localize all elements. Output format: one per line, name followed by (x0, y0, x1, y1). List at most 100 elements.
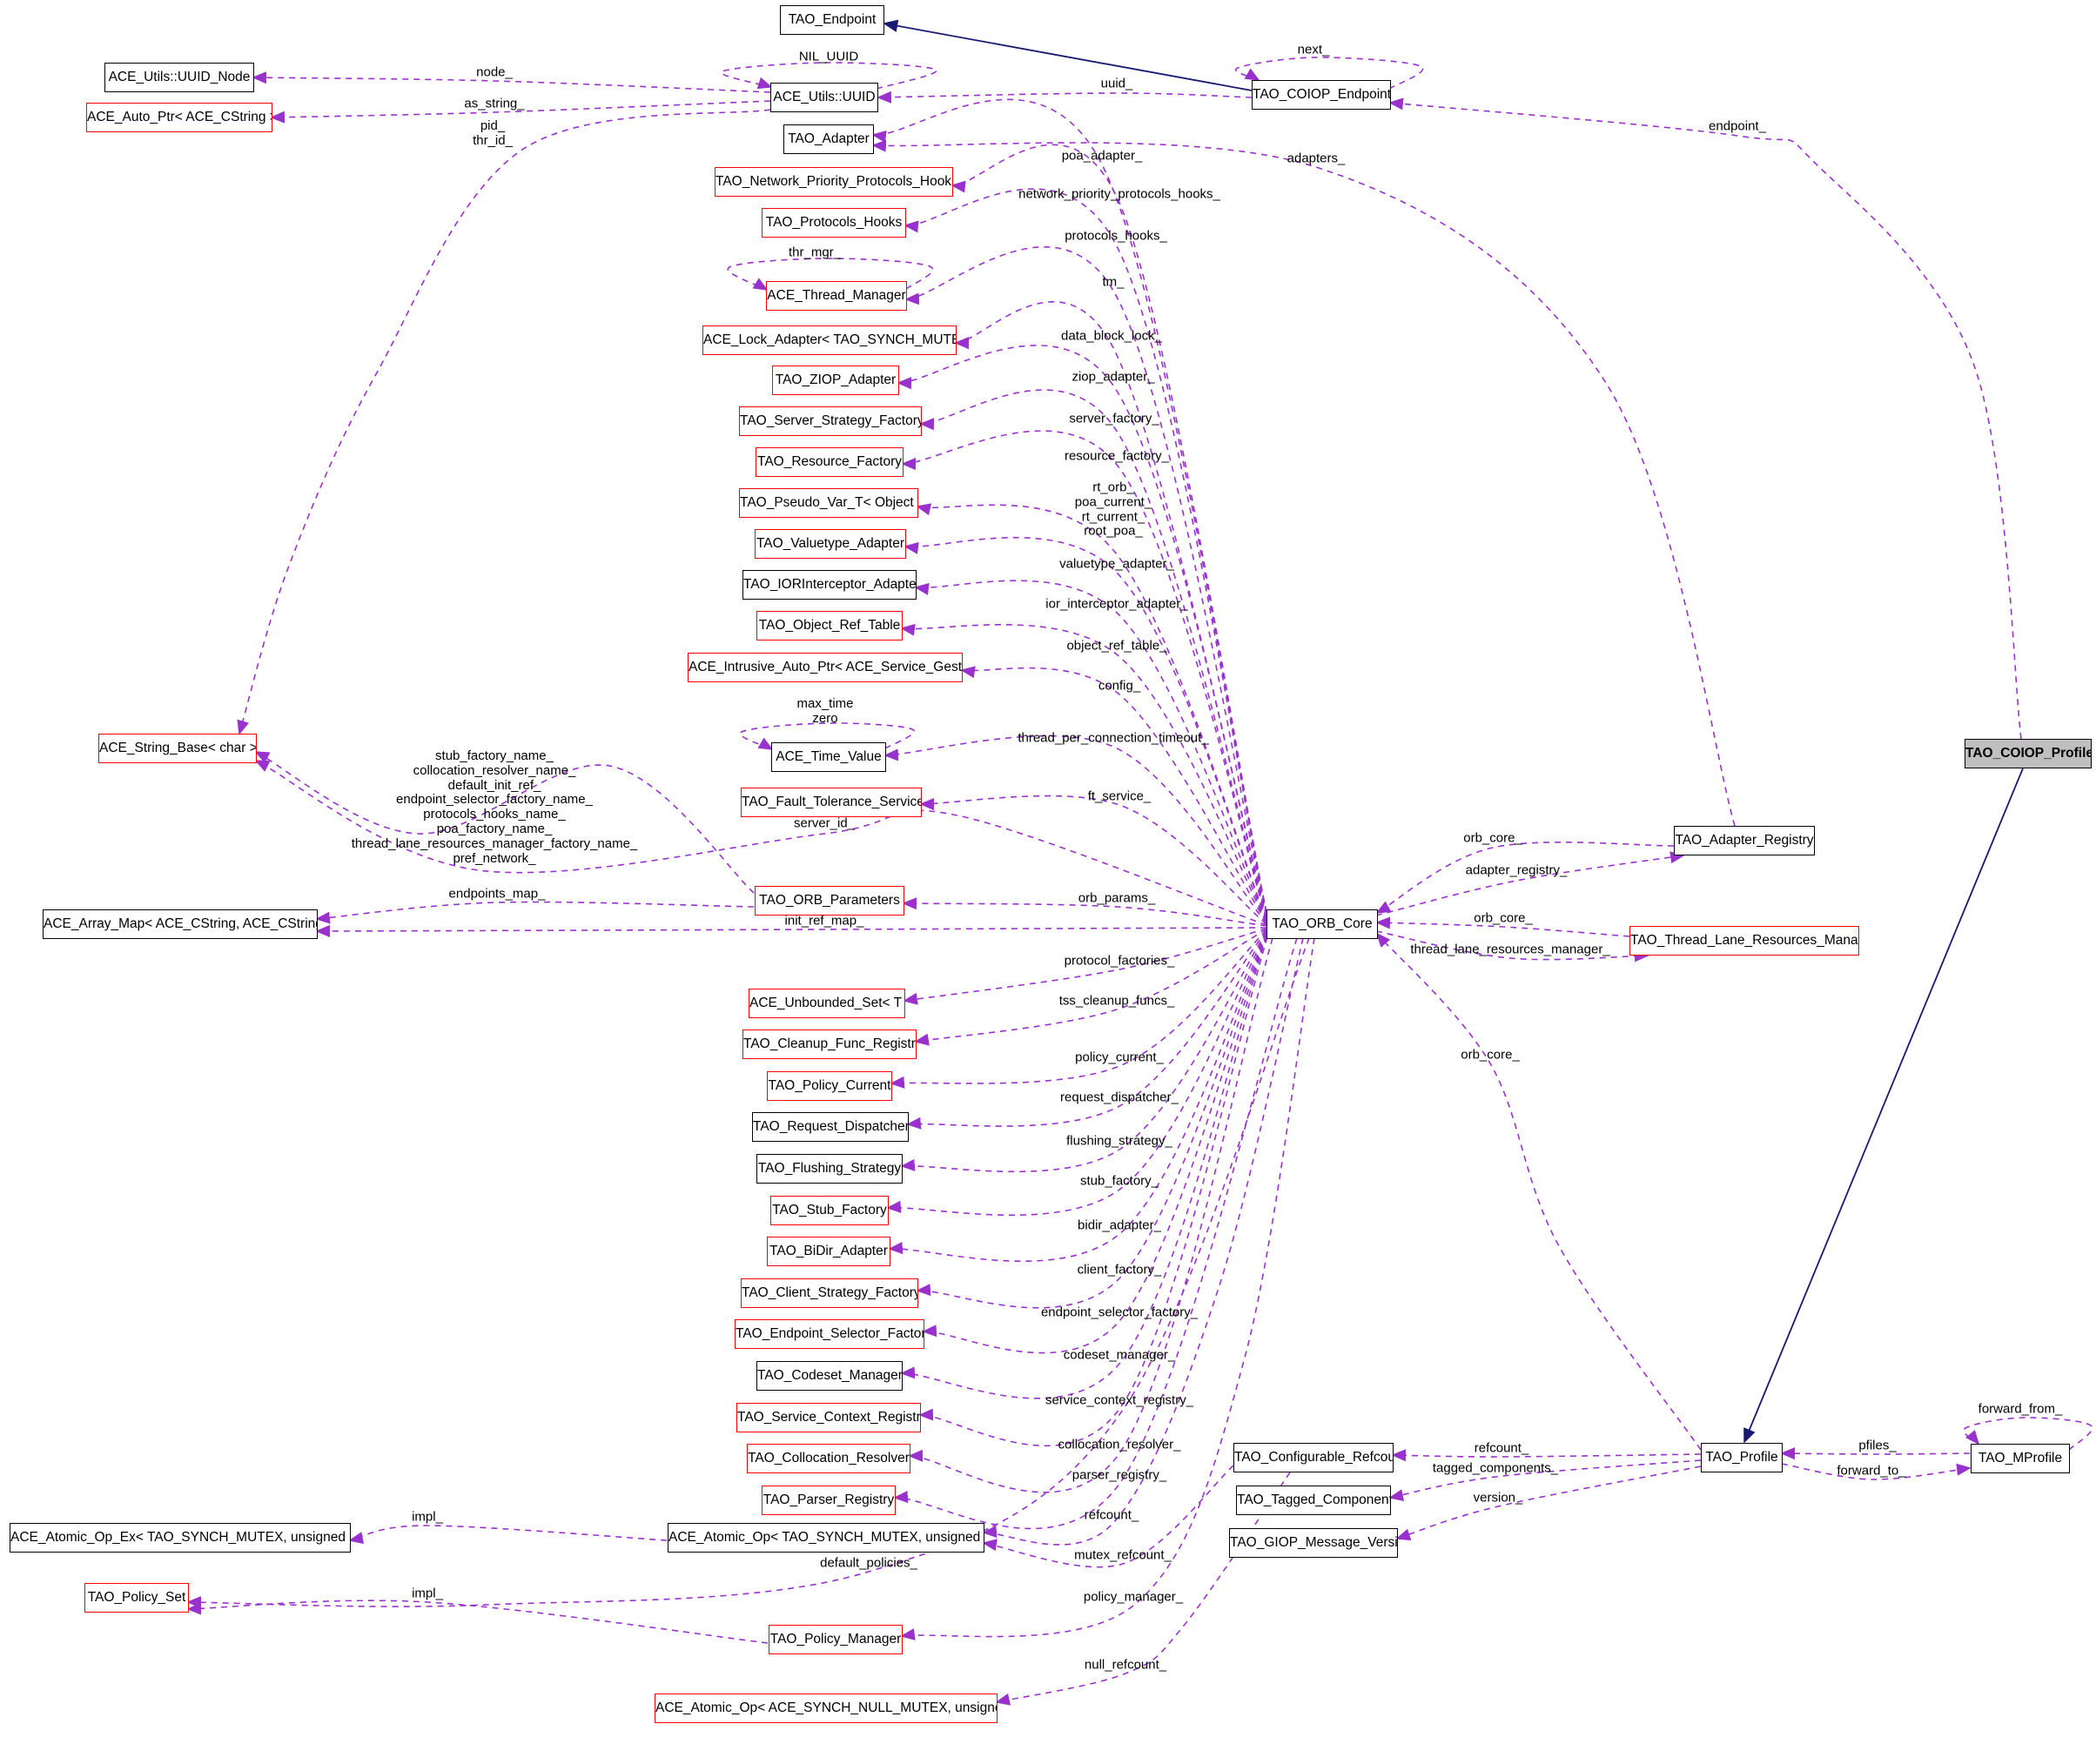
edge-tao_orb_core-tao_iorinterceptor_adapter (914, 580, 1267, 922)
class-box-tao_valuetype_adapter[interactable]: TAO_Valuetype_Adapter (755, 529, 906, 559)
edge-tao_orb_core-ace_unbounded_set (903, 928, 1267, 1005)
edge-tao_orb_parameters-ace_array_map (315, 901, 755, 924)
class-box-tao_mprofile[interactable]: TAO_MProfile (1971, 1444, 2070, 1473)
class-box-tao_object_ref_table[interactable]: TAO_Object_Ref_Table (756, 611, 903, 641)
class-box-ace_auto_ptr[interactable]: ACE_Auto_Ptr< ACE_CString > (86, 103, 272, 132)
edge-ace_uuid-ace_string_base (237, 109, 771, 735)
edge-label-impl_: impl_ (412, 1509, 443, 1525)
class-box-ace_atomic_op_ex[interactable]: ACE_Atomic_Op_Ex< TAO_SYNCH_MUTEX, unsig… (10, 1523, 351, 1553)
class-box-tao_endpoint_selector_factory[interactable]: TAO_Endpoint_Selector_Factory (735, 1319, 924, 1349)
class-box-tao_profile[interactable]: TAO_Profile (1701, 1443, 1783, 1472)
class-box-tao_endpoint[interactable]: TAO_Endpoint (780, 5, 884, 35)
class-box-tao_request_dispatcher[interactable]: TAO_Request_Dispatcher (752, 1112, 909, 1142)
edge-label-request_dispatcher_: request_dispatcher_ (1060, 1090, 1179, 1105)
class-box-ace_uuid[interactable]: ACE_Utils::UUID (770, 83, 878, 112)
edge-label-null_refcount_: null_refcount_ (1084, 1657, 1167, 1673)
class-box-ace_lock_adapter[interactable]: ACE_Lock_Adapter< TAO_SYNCH_MUTEX > (702, 325, 957, 355)
class-box-tao_policy_set[interactable]: TAO_Policy_Set (84, 1583, 189, 1613)
edge-label-orb_core_: orb_core_ (1463, 830, 1522, 846)
edge-label-valuetype_adapter_: valuetype_adapter_ (1059, 556, 1174, 572)
edge-tao_configurable_refcount-ace_atomic_op (982, 1465, 1234, 1568)
edge-tao_orb_core-tao_stub_factory (886, 932, 1267, 1217)
edge-label-adapters_: adapters_ (1286, 151, 1346, 166)
class-box-tao_giop_message_version[interactable]: TAO_GIOP_Message_Version (1229, 1528, 1398, 1558)
class-box-tao_service_context_registry[interactable]: TAO_Service_Context_Registry (736, 1403, 921, 1432)
class-box-ace_time_value[interactable]: ACE_Time_Value (771, 742, 886, 772)
edge-label-flushing_strategy_: flushing_strategy_ (1066, 1133, 1172, 1149)
class-box-tao_policy_current[interactable]: TAO_Policy_Current (767, 1071, 892, 1101)
class-box-tao_coiop_endpoint[interactable]: TAO_COIOP_Endpoint (1252, 80, 1391, 110)
edge-label-line: poa_factory_name_ (436, 821, 553, 836)
class-box-ace_unbounded_set[interactable]: ACE_Unbounded_Set< T > (749, 989, 905, 1018)
class-box-tao_network_priority_protocols_hooks[interactable]: TAO_Network_Priority_Protocols_Hooks (715, 167, 953, 197)
class-box-tao_parser_registry[interactable]: TAO_Parser_Registry (762, 1486, 896, 1515)
edge-label-forward_to_: forward_to_ (1837, 1463, 1906, 1479)
edge-tao_adapter_registry-tao_orb_core (1375, 842, 1675, 914)
class-box-ace_atomic_op[interactable]: ACE_Atomic_Op< TAO_SYNCH_MUTEX, unsigned… (668, 1523, 984, 1553)
edges (186, 19, 2093, 1706)
edge-tao_orb_core-ace_time_value (883, 734, 1267, 924)
edge-label-pfiles_: pfiles_ (1858, 1438, 1897, 1453)
edge-label-impl_: impl_ (412, 1586, 443, 1601)
edge-label-policy_manager_: policy_manager_ (1083, 1589, 1184, 1605)
edge-label-forward_from_: forward_from_ (1978, 1401, 2063, 1417)
class-box-ace_intrusive_auto_ptr[interactable]: ACE_Intrusive_Auto_Ptr< ACE_Service_Gest… (688, 653, 963, 682)
class-box-tao_flushing_strategy[interactable]: TAO_Flushing_Strategy (756, 1154, 903, 1184)
edge-label-thr_mgr_: thr_mgr_ (788, 245, 842, 260)
edge-tao_mprofile-tao_profile (1780, 1447, 1971, 1460)
edge-tao_profile-tao_orb_core (1375, 932, 1702, 1451)
edge-tao_orb_core-tao_collocation_resolver (908, 937, 1273, 1493)
class-box-tao_thread_lane[interactable]: TAO_Thread_Lane_Resources_Manager (1629, 926, 1859, 956)
class-box-tao_resource_factory[interactable]: TAO_Resource_Factory (756, 447, 904, 477)
class-box-ace_atomic_op_null[interactable]: ACE_Atomic_Op< ACE_SYNCH_NULL_MUTEX, uns… (655, 1694, 998, 1723)
class-box-tao_bidir_adapter[interactable]: TAO_BiDir_Adapter (767, 1237, 890, 1266)
edge-label-endpoints_map_: endpoints_map_ (448, 886, 546, 902)
class-box-tao_orb_parameters[interactable]: TAO_ORB_Parameters (755, 886, 904, 916)
class-box-tao_collocation_resolver[interactable]: TAO_Collocation_Resolver (747, 1444, 910, 1473)
class-box-tao_codeset_manager[interactable]: TAO_Codeset_Manager (756, 1361, 903, 1391)
edge-label-endpoint_: endpoint_ (1709, 118, 1766, 134)
edge-ace_uuid-ace_uuid_node (252, 71, 771, 93)
edge-label-line: protocols_hooks_name_ (423, 807, 566, 822)
edge-label-stub_factory_name_-block: stub_factory_name_collocation_resolver_n… (352, 748, 638, 866)
edge-tao_orb_core-tao_valuetype_adapter (904, 536, 1267, 921)
edge-tao_mprofile-tao_mprofile (1963, 1417, 2093, 1451)
edge-tao_profile-tao_tagged_components (1388, 1459, 1702, 1501)
edge-tao_orb_core-tao_codeset_manager (900, 936, 1267, 1399)
class-box-ace_array_map[interactable]: ACE_Array_Map< ACE_CString, ACE_CString … (43, 909, 318, 939)
edge-label-orb_params_: orb_params_ (1078, 890, 1156, 906)
edge-label-line: default_init_ref_ (447, 777, 541, 793)
class-box-ace_string_base[interactable]: ACE_String_Base< char > (98, 734, 257, 763)
edge-tao_profile-tao_giop_message_version (1395, 1466, 1702, 1541)
edge-label-bidir_adapter_: bidir_adapter_ (1078, 1217, 1161, 1233)
edge-label-next_: next_ (1297, 42, 1330, 57)
edge-label-poa_adapter_: poa_adapter_ (1061, 148, 1143, 164)
class-box-ace_thread_manager[interactable]: ACE_Thread_Manager (766, 281, 907, 311)
edge-label-data_block_lock_: data_block_lock_ (1061, 328, 1162, 344)
edge-label-refcount_: refcount_ (1084, 1507, 1139, 1523)
class-box-tao_ziop_adapter[interactable]: TAO_ZIOP_Adapter (772, 366, 899, 395)
edge-tao_coiop_endpoint-tao_coiop_endpoint (1234, 57, 1424, 90)
edge-tao_orb_core-tao_service_context_registry (918, 936, 1268, 1447)
edge-tao_orb_core-tao_orb_parameters (902, 897, 1267, 927)
class-box-ace_uuid_node[interactable]: ACE_Utils::UUID_Node (104, 63, 254, 92)
class-box-tao_adapter[interactable]: TAO_Adapter (783, 124, 874, 154)
class-box-tao_stub_factory[interactable]: TAO_Stub_Factory (770, 1196, 889, 1225)
class-box-tao_policy_manager[interactable]: TAO_Policy_Manager (769, 1625, 903, 1654)
class-box-tao_server_strategy_factory[interactable]: TAO_Server_Strategy_Factory (739, 406, 922, 436)
class-box-tao_adapter_registry[interactable]: TAO_Adapter_Registry (1674, 826, 1815, 855)
edge-label-default_policies_: default_policies_ (820, 1555, 917, 1571)
class-box-tao_coiop_profile[interactable]: TAO_COIOP_Profile (1965, 739, 2092, 768)
class-box-tao_iorinterceptor_adapter[interactable]: TAO_IORInterceptor_Adapter (742, 570, 917, 600)
edge-tao_orb_core-tao_endpoint_selector_factory (922, 935, 1267, 1354)
class-box-tao_tagged_components[interactable]: TAO_Tagged_Components (1236, 1486, 1391, 1515)
class-box-tao_cleanup_func_registry[interactable]: TAO_Cleanup_Func_Registry (742, 1030, 917, 1059)
class-box-tao_client_strategy_factory[interactable]: TAO_Client_Strategy_Factory (741, 1278, 918, 1308)
class-box-tao_fault_tolerance_service[interactable]: TAO_Fault_Tolerance_Service (741, 788, 922, 817)
class-box-tao_configurable_refcount[interactable]: TAO_Configurable_Refcount (1233, 1443, 1394, 1472)
class-box-tao_pseudo_var[interactable]: TAO_Pseudo_Var_T< Object > (739, 488, 918, 518)
class-box-tao_protocols_hooks[interactable]: TAO_Protocols_Hooks (762, 208, 906, 238)
edge-label-parser_registry_: parser_registry_ (1072, 1467, 1167, 1483)
edge-tao_orb_core-tao_client_strategy_factory (916, 934, 1267, 1309)
class-box-tao_orb_core[interactable]: TAO_ORB_Core (1266, 909, 1378, 939)
